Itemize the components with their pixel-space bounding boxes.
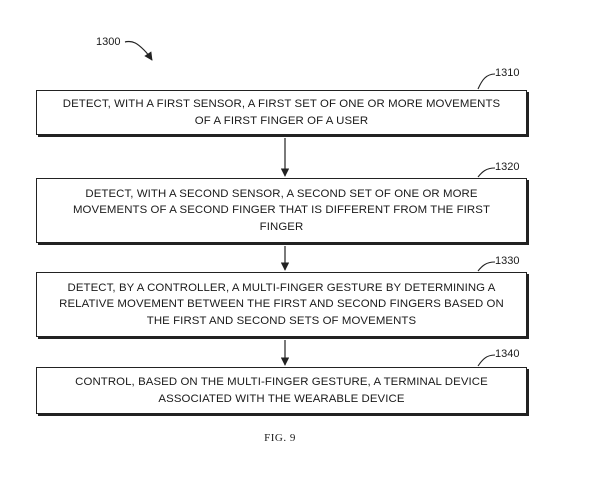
step-text: DETECT, WITH A FIRST SENSOR, A FIRST SET… bbox=[63, 96, 501, 129]
step-text-line: MOVEMENTS OF A SECOND FINGER THAT IS DIF… bbox=[72, 204, 491, 217]
step-ref-label-1340: 1340 bbox=[495, 348, 520, 360]
step-text-line: CONTROL, BASED ON THE MULTI-FINGER GESTU… bbox=[75, 376, 488, 388]
step-text-line: ASSOCIATED WITH THE WEARABLE DEVICE bbox=[158, 392, 405, 405]
figure-ref-leader-arrow bbox=[124, 40, 153, 61]
step-ref-leader-1330 bbox=[477, 261, 496, 272]
step-box-1330: DETECT, BY A CONTROLLER, A MULTI-FINGER … bbox=[36, 272, 527, 337]
step-text-line: THE FIRST AND SECOND SETS OF MOVEMENTS bbox=[146, 314, 417, 327]
step-ref-leader-1310 bbox=[477, 73, 496, 90]
step-ref-leader-1320 bbox=[477, 167, 496, 178]
step-box-1310: DETECT, WITH A FIRST SENSOR, A FIRST SET… bbox=[36, 90, 527, 135]
step-text-line: RELATIVE MOVEMENT BETWEEN THE FIRST AND … bbox=[59, 298, 504, 311]
figure-ref-label: 1300 bbox=[96, 36, 121, 48]
step-box-1320: DETECT, WITH A SECOND SENSOR, A SECOND S… bbox=[36, 178, 527, 243]
figure-caption: FIG. 9 bbox=[264, 432, 296, 444]
step-text-line: FINGER bbox=[259, 220, 304, 233]
step-text: DETECT, BY A CONTROLLER, A MULTI-FINGER … bbox=[59, 280, 504, 330]
step-ref-leader-1340 bbox=[477, 354, 496, 367]
step-text-line: OF A FIRST FINGER OF A USER bbox=[194, 114, 369, 127]
step-text-line: DETECT, WITH A SECOND SENSOR, A SECOND S… bbox=[85, 187, 478, 200]
step-ref-label-1330: 1330 bbox=[495, 255, 520, 267]
step-box-1340: CONTROL, BASED ON THE MULTI-FINGER GESTU… bbox=[36, 367, 527, 414]
step-ref-label-1310: 1310 bbox=[495, 67, 520, 79]
step-text-line: DETECT, BY A CONTROLLER, A MULTI-FINGER … bbox=[67, 281, 496, 294]
step-text: CONTROL, BASED ON THE MULTI-FINGER GESTU… bbox=[75, 374, 488, 407]
step-text-line: DETECT, WITH A FIRST SENSOR, A FIRST SET… bbox=[62, 98, 501, 110]
step-ref-label-1320: 1320 bbox=[495, 161, 520, 173]
step-text: DETECT, WITH A SECOND SENSOR, A SECOND S… bbox=[73, 186, 490, 236]
